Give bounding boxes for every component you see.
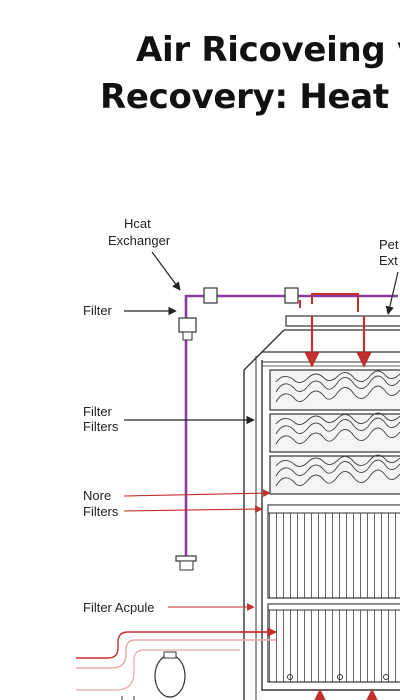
diagram-title-line-2: Recovery: Heat ta bbox=[100, 77, 400, 117]
red-exhaust-duct bbox=[299, 293, 379, 700]
base-fittings bbox=[287, 674, 389, 680]
label-right-line2: Ext bbox=[379, 253, 398, 268]
purple-supply-duct bbox=[175, 287, 398, 571]
label-filter-filters-line2: Filters bbox=[83, 419, 119, 434]
filter-panel-3 bbox=[269, 454, 400, 495]
label-heat-exchanger-line1: Hcat bbox=[124, 216, 151, 231]
label-filter-acpule: Filter Acpule bbox=[83, 600, 155, 615]
label-nore-filters-line1: Nore bbox=[83, 488, 112, 503]
diagram-title-line-1: Air Ricoveing ve bbox=[136, 30, 400, 70]
ventilation-unit-cabinet bbox=[243, 315, 400, 700]
return-air-piping bbox=[76, 627, 277, 700]
heat-exchange-core-lower bbox=[267, 603, 400, 683]
label-filter-filters-line1: Filter bbox=[83, 404, 112, 419]
filter-panel-2 bbox=[269, 412, 400, 453]
label-filter-top: Filter bbox=[83, 303, 112, 318]
filter-panel-1 bbox=[269, 369, 400, 411]
label-nore-filters-line2: Filters bbox=[83, 504, 119, 519]
label-right-line1: Pet bbox=[379, 237, 399, 252]
leader-lines bbox=[123, 251, 399, 611]
heat-exchange-core-upper bbox=[267, 504, 400, 599]
label-heat-exchanger-line2: Exchanger bbox=[108, 233, 171, 248]
